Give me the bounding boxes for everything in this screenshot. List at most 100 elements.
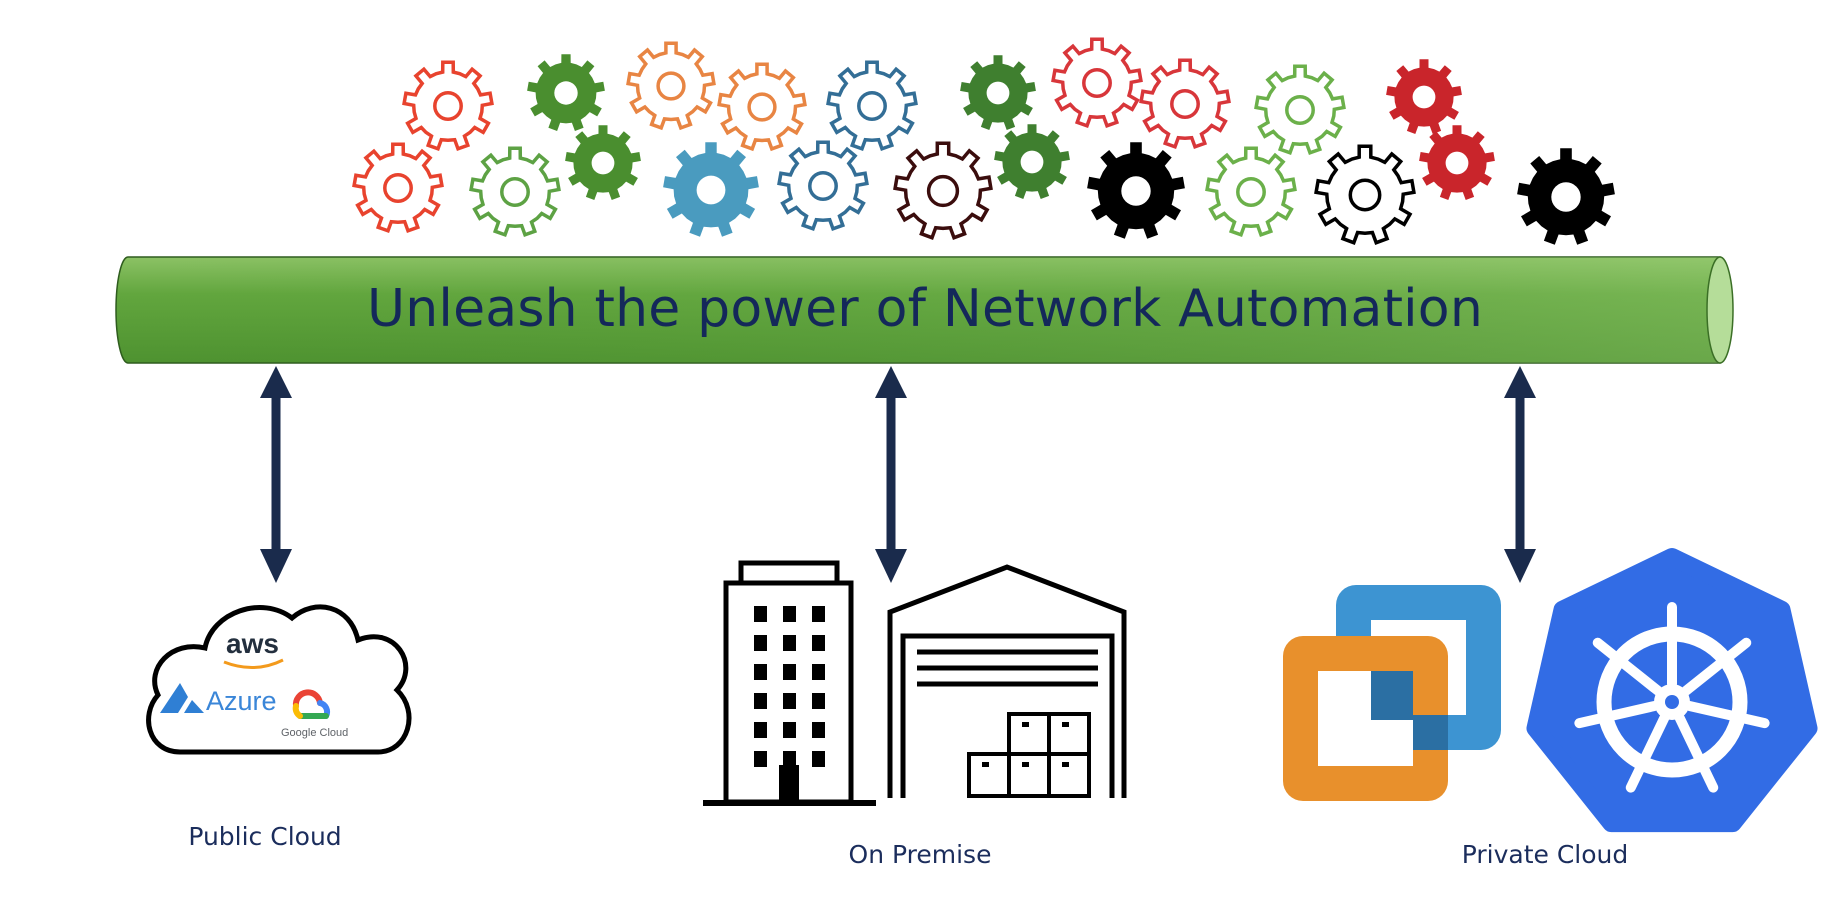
- warehouse-icon: [887, 564, 1127, 798]
- arrow-on-premise: [875, 366, 907, 583]
- public-cloud-label: Public Cloud: [188, 822, 342, 851]
- building-window: [812, 635, 825, 651]
- gear-body: [469, 146, 561, 238]
- gear-hole: [1121, 176, 1151, 206]
- building-window: [754, 751, 767, 767]
- gear-hole: [656, 71, 686, 101]
- cloud-icon: [146, 604, 412, 755]
- building-window: [754, 606, 767, 622]
- helm-spoke: [1592, 637, 1663, 696]
- gear-body: [1139, 58, 1231, 150]
- gear-hole: [433, 91, 463, 121]
- building-window: [783, 635, 796, 651]
- aws-smile: [223, 658, 284, 669]
- gear-icon: [663, 142, 759, 237]
- gear-hole: [1412, 85, 1436, 109]
- building-window: [783, 606, 796, 622]
- gear-body: [1051, 37, 1143, 129]
- gear-icon: [1517, 148, 1615, 245]
- gears-group: [352, 37, 1615, 245]
- gear-body: [1254, 64, 1346, 156]
- gear-icon: [1087, 142, 1185, 239]
- gear-hole: [591, 151, 615, 175]
- building-roof: [738, 560, 840, 586]
- gear-hole: [857, 91, 887, 121]
- banner-pipe: [115, 256, 1734, 364]
- gear-icon: [469, 146, 561, 238]
- gear-hole: [808, 171, 838, 201]
- gear-body: [777, 140, 869, 232]
- kubernetes-logo-icon: [1526, 548, 1818, 833]
- arrow-head-up: [260, 366, 292, 398]
- building-window: [754, 693, 767, 709]
- gear-icon: [994, 124, 1070, 199]
- azure-logo-icon: [160, 683, 204, 713]
- gear-hole: [1551, 182, 1581, 212]
- gear-hole: [986, 81, 1010, 105]
- gear-icon: [1139, 58, 1231, 150]
- building-window: [812, 722, 825, 738]
- vmware-logo-icon: [1283, 585, 1501, 801]
- aws-logo-text: aws: [226, 628, 279, 659]
- cloud-outline: [146, 604, 412, 755]
- building-window: [812, 693, 825, 709]
- warehouse-outline: [887, 564, 1127, 798]
- arrow-head-up: [875, 366, 907, 398]
- arrow-head-down: [875, 549, 907, 583]
- building-window: [754, 722, 767, 738]
- gear-hole: [1082, 68, 1112, 98]
- gear-body: [1314, 144, 1416, 245]
- helm-spoke: [1674, 713, 1719, 793]
- gear-hole: [1285, 95, 1315, 125]
- gear-hole: [747, 92, 777, 122]
- gear-body: [626, 41, 716, 131]
- building-window: [812, 664, 825, 680]
- gear-icon: [527, 54, 605, 131]
- building-window: [783, 664, 796, 680]
- gear-icon: [777, 140, 869, 232]
- warehouse-door-frame: [900, 633, 1115, 798]
- gear-hole: [500, 177, 530, 207]
- helm-spoke: [1684, 701, 1770, 729]
- gear-body: [717, 62, 807, 152]
- gear-hole: [1445, 151, 1469, 175]
- gear-body: [893, 141, 993, 240]
- private-cloud-label: Private Cloud: [1461, 840, 1629, 869]
- building-window: [783, 722, 796, 738]
- gear-hole: [696, 175, 726, 205]
- gear-hole: [1020, 150, 1044, 174]
- banner-title: Unleash the power of Network Automation: [367, 279, 1483, 339]
- helm-spoke: [1574, 701, 1660, 729]
- arrow-private-cloud: [1504, 366, 1536, 583]
- office-building-icon: [703, 560, 876, 806]
- building-window: [812, 606, 825, 622]
- gear-icon: [1205, 146, 1297, 238]
- pipe-end-cap: [1706, 256, 1734, 364]
- gear-body: [1205, 146, 1297, 238]
- gear-icon: [565, 125, 641, 200]
- google-cloud-logo-icon: [292, 689, 331, 719]
- arrow-public-cloud: [260, 366, 292, 583]
- gear-icon: [893, 141, 993, 240]
- gear-icon: [1051, 37, 1143, 129]
- gear-icon: [960, 55, 1036, 130]
- arrow-head-down: [1504, 549, 1536, 583]
- azure-logo-text: Azure: [206, 686, 277, 716]
- gear-icon: [626, 41, 716, 131]
- building-window: [783, 751, 796, 767]
- crate-labels: [982, 722, 1069, 767]
- gear-hole: [926, 174, 960, 208]
- gear-body: [352, 142, 444, 234]
- helm-spoke: [1625, 713, 1670, 793]
- gear-icon: [1254, 64, 1346, 156]
- helm-hub-center: [1665, 695, 1679, 709]
- arrow-head-down: [260, 549, 292, 583]
- building-door: [779, 765, 799, 803]
- gear-icon: [1314, 144, 1416, 245]
- gear-icon: [826, 60, 918, 152]
- vmware-overlap: [1371, 671, 1448, 750]
- gear-hole: [1348, 178, 1382, 212]
- gear-hole: [1170, 89, 1200, 119]
